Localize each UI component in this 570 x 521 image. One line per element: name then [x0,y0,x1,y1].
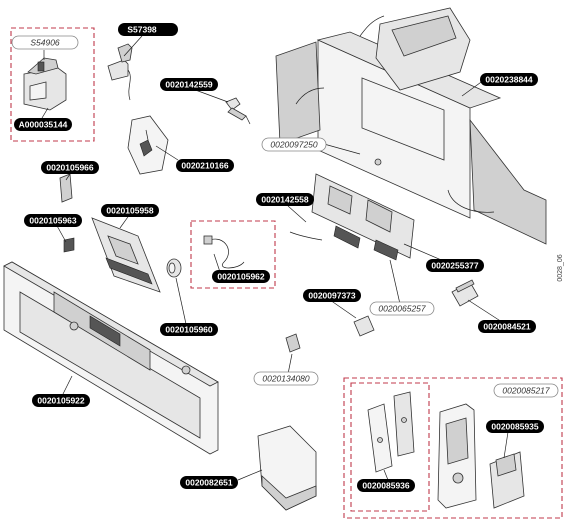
svg-text:0020097373: 0020097373 [308,291,356,301]
connector-0020097373 [353,315,375,337]
bagged-part [127,115,169,175]
svg-text:0020105963: 0020105963 [29,216,77,226]
label-0020084521: 0020084521 [478,320,536,333]
small-valve-part [225,97,251,125]
svg-text:0020142559: 0020142559 [165,80,213,90]
label-0020085936: 0020085936 [357,479,415,492]
svg-text:0020210166: 0020210166 [181,161,229,171]
group-box-cable [190,220,276,289]
svg-text:0020134080: 0020134080 [262,374,310,384]
label-0020238844: 0020238844 [480,73,538,86]
label-0020210166: 0020210166 [176,159,234,172]
label-0020142558: 0020142558 [256,193,314,206]
svg-text:S57398: S57398 [127,25,157,35]
relay-part [23,57,67,111]
wall-bracket-part [367,391,415,473]
svg-text:0020105922: 0020105922 [37,396,85,406]
label-0020105922: 0020105922 [32,394,90,407]
svg-text:0020085935: 0020085935 [491,422,539,432]
svg-text:0020084521: 0020084521 [483,322,531,332]
svg-text:0020105966: 0020105966 [46,163,94,173]
label-0020255377: 0020255377 [426,259,484,272]
label-S54906: S54906 [11,35,79,50]
small-bracket-part [59,173,73,203]
label-0020065257: 0020065257 [369,301,435,316]
small-part-0020134080 [285,333,301,353]
label-0020097250: 0020097250 [261,137,327,152]
label-0020105966: 0020105966 [41,161,99,174]
svg-text:0020097250: 0020097250 [270,140,318,150]
label-0020142559: 0020142559 [160,78,218,91]
svg-text:0020105960: 0020105960 [165,325,213,335]
group-box-relay [10,27,95,142]
group-box-remote-kit [343,377,563,519]
label-0020134080: 0020134080 [253,371,319,386]
label-0020105963: 0020105963 [24,214,82,227]
label-0020105958: 0020105958 [101,204,159,217]
svg-text:0020105962: 0020105962 [217,272,265,282]
group-box-wall-bracket [350,382,430,512]
label-0020105960: 0020105960 [160,323,218,336]
remote-control-part [437,403,477,509]
svg-text:0020065257: 0020065257 [378,304,426,314]
label-0020105962: 0020105962 [212,270,270,283]
label-A000035144: A000035144 [14,118,72,131]
svg-text:0020142558: 0020142558 [261,195,309,205]
svg-text:0020085936: 0020085936 [362,481,410,491]
terminal-block-part [451,279,479,307]
cover-part [257,425,317,511]
connector-s57398 [107,43,133,101]
cable-part [203,235,245,269]
svg-text:0020255377: 0020255377 [431,261,479,271]
display-pcb-part [91,217,161,293]
remote-bracket-part [489,451,525,509]
leader-lines [41,35,509,481]
label-0020082651: 0020082651 [180,476,238,489]
svg-text:0020238844: 0020238844 [485,75,533,85]
svg-text:S54906: S54906 [30,38,60,48]
small-part-0020105963 [63,237,75,253]
label-S57398: S57398 [118,23,178,36]
label-0020085935: 0020085935 [486,420,544,433]
main-housing-part [275,7,547,245]
label-0020085217: 0020085217 [493,383,559,398]
svg-text:0020105958: 0020105958 [106,206,154,216]
front-panel-part [3,261,219,455]
label-0020097373: 0020097373 [303,289,361,302]
svg-text:A000035144: A000035144 [19,120,68,130]
side-code: 0028_06 [557,254,564,281]
knob-part [166,258,182,278]
svg-text:0020085217: 0020085217 [502,386,550,396]
main-pcb-part [289,173,415,261]
svg-text:0020082651: 0020082651 [185,478,233,488]
